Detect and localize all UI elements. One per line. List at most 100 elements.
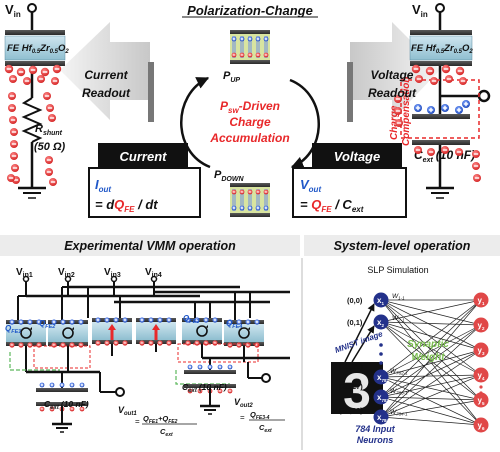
synapse-line [380, 299, 482, 378]
left-side-charge [45, 156, 53, 164]
green-dash [9, 352, 60, 371]
cext1-plate [36, 388, 88, 392]
vmm-plus-charge [104, 317, 110, 323]
cell-mid-2-top [136, 318, 176, 322]
vmm-minus-charge [27, 342, 33, 348]
right-side-charge [394, 95, 402, 103]
output-neuron: y1 [473, 292, 489, 308]
cell-charge [263, 205, 269, 211]
input-neuron-label: x782 [377, 373, 389, 383]
vmm-minus-charge [139, 340, 145, 346]
cell-dipole [264, 36, 268, 58]
left-top-charge [23, 77, 31, 85]
cell-dipole [264, 189, 268, 211]
vmm-plus-charge [157, 317, 163, 323]
cell-dipole [256, 189, 260, 211]
right-side-charge [394, 107, 402, 115]
cap-plus [217, 364, 223, 370]
synapse-line [380, 299, 482, 376]
right-top-charge [411, 64, 421, 74]
left-side-charge [10, 152, 18, 160]
cell-loop-arrow [206, 325, 208, 328]
psw-label: Psw-Driven [220, 99, 280, 115]
psw-label-2: Charge [229, 115, 271, 129]
synapse-line [380, 321, 482, 351]
weight-label: W783-1 [390, 388, 408, 396]
output-neuron-circle [473, 367, 489, 383]
vmm-plus-charge [194, 317, 200, 323]
vin-terminal [64, 275, 72, 283]
synapse-line [380, 299, 482, 398]
input-neuron-label: x2 [377, 318, 384, 328]
cell-loop-icon [62, 327, 74, 339]
vout-equation: = QFE / Cext [300, 197, 364, 214]
left-top-charge [51, 77, 59, 85]
cell-charge [255, 205, 261, 211]
left-charges [4, 64, 62, 186]
cell-loop-arrow [30, 327, 32, 330]
right-device: Vin FE Hf0.5Zr0.5O2 Charge Compensation … [389, 2, 491, 199]
input-neuron-label: x784 [377, 413, 389, 423]
vmm-plus-charge [27, 319, 33, 325]
cycle-arrow-right [289, 78, 320, 169]
vout2-formula: Vout2 = QFE3-4 Cext [234, 397, 285, 434]
cell-charge [231, 205, 237, 211]
right-cap-plus-charge [462, 100, 470, 108]
vin-terminal [150, 275, 158, 283]
cell-charge [239, 189, 245, 195]
charge-compensation-label: Charge [389, 105, 400, 140]
cell-top-electrode [230, 183, 270, 187]
mnist-input-arrow [344, 303, 375, 363]
vin-terminal [110, 275, 118, 283]
left-side-charge [7, 174, 15, 182]
left-side-charge [10, 140, 18, 148]
input-coord-label: (0,0) [347, 296, 363, 305]
voltage-box-title: Voltage [334, 149, 380, 164]
current-box-title: Current [120, 149, 168, 164]
vmm-plus-charge [212, 317, 218, 323]
ellipsis-dot [379, 352, 383, 356]
left-top-charge [52, 64, 62, 74]
cell-2-bottom [48, 342, 88, 346]
left-top-charge [37, 75, 45, 83]
synaptic-weight-label-2: Weight [411, 352, 445, 363]
left-vin-label: Vin [5, 2, 21, 19]
left-side-charge [45, 168, 53, 176]
vmm-plus-charge [139, 317, 145, 323]
cell-4-fe [224, 324, 264, 342]
vmm-plus-charge [60, 319, 66, 325]
synapse-line [380, 374, 482, 398]
cell-charge [239, 205, 245, 211]
cell-dipole [248, 36, 252, 58]
vout1-terminal [115, 387, 125, 397]
cap-plus [59, 382, 65, 388]
cell-2-top [48, 320, 88, 324]
right-cap-minus-charge [441, 146, 449, 154]
cell-charge [247, 52, 253, 58]
cell-charge [247, 36, 253, 42]
input-neuron-circle [373, 292, 389, 308]
charge-compensation-box [400, 79, 480, 139]
cell-mid-1-top [92, 318, 132, 322]
vmm-minus-charge [236, 342, 242, 348]
left-side-charge [8, 92, 16, 100]
mnist-input-arrow [351, 325, 375, 363]
current-readout-label-2: Readout [82, 86, 131, 100]
output-neuron-label: y1 [478, 296, 485, 306]
input-neuron-circle [373, 409, 389, 425]
input-neuron: x1 [373, 292, 389, 308]
voltage-readout-label-2: Readout [368, 86, 417, 100]
left-top-charge [4, 64, 14, 74]
output-neuron-label: y3 [478, 346, 485, 356]
vmm-plus-charge [245, 319, 251, 325]
left-top-charge [9, 75, 17, 83]
output-neuron-circle [473, 292, 489, 308]
vmm-minus-charge [9, 342, 15, 348]
vmm-plus-charge [166, 317, 172, 323]
vmm-plus-charge [36, 319, 42, 325]
vin-labels: Vin1 Vin2 Vin3 Vin4 [16, 267, 162, 279]
vmm-minus-charge [185, 340, 191, 346]
left-side-charge [10, 128, 18, 136]
right-divider [347, 62, 353, 122]
vout-label: Vout [300, 177, 321, 194]
